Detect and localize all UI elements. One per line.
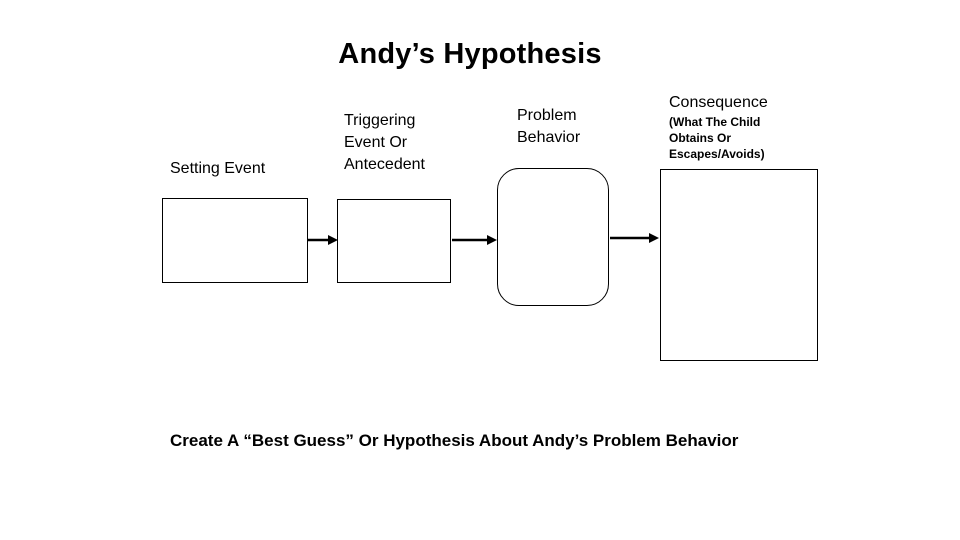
arrow-right-icon <box>452 235 497 245</box>
arrow-right-icon <box>307 235 338 245</box>
label-setting-event: Setting Event <box>170 160 266 177</box>
label-problem-behavior: Problem Behavior <box>517 107 581 146</box>
instruction-text: Create A “Best Guess” Or Hypothesis Abou… <box>170 431 739 450</box>
setting-event-box <box>162 198 308 283</box>
arrow-right-icon <box>610 233 659 243</box>
problem-behavior-box <box>497 168 609 306</box>
triggering-event-box <box>337 199 451 283</box>
label-consequence-detail: (What The Child Obtains Or Escapes/Avoid… <box>669 115 765 161</box>
label-consequence: Consequence <box>669 94 768 111</box>
consequence-box <box>660 169 818 361</box>
label-triggering-event-or-antecedent: Triggering Event Or Antecedent <box>344 112 425 173</box>
slide-title: Andy’s Hypothesis <box>338 38 602 70</box>
